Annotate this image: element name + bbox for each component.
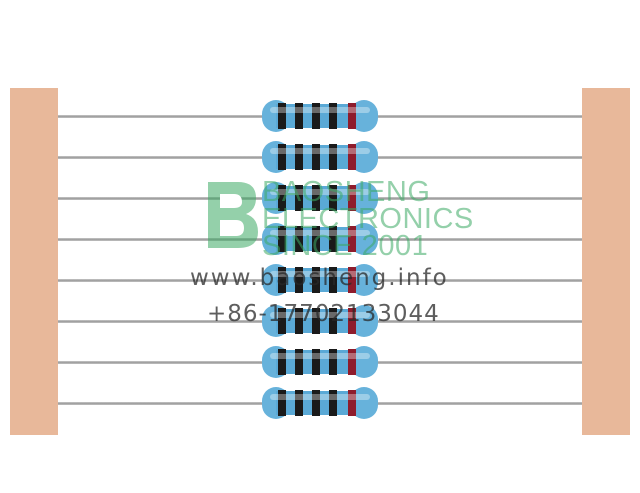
- color-band: [278, 308, 286, 334]
- color-band: [348, 267, 356, 293]
- color-band: [295, 144, 303, 170]
- color-band: [348, 185, 356, 211]
- color-band: [348, 390, 356, 416]
- color-band: [312, 390, 320, 416]
- color-band: [329, 103, 337, 129]
- resistor: [58, 383, 582, 423]
- resistor: [58, 96, 582, 136]
- color-band: [348, 226, 356, 252]
- resistor-body: [262, 387, 378, 419]
- color-band: [348, 103, 356, 129]
- watermark-website: www.baosheng.info: [190, 265, 449, 291]
- color-band: [278, 185, 286, 211]
- watermark-since: SINCE 2001: [262, 230, 429, 262]
- color-band: [278, 349, 286, 375]
- color-band: [295, 349, 303, 375]
- color-band: [278, 390, 286, 416]
- resistor: [58, 301, 582, 341]
- resistor-body: [262, 100, 378, 132]
- color-band: [312, 308, 320, 334]
- color-band: [295, 103, 303, 129]
- resistor: [58, 219, 582, 259]
- color-band: [329, 185, 337, 211]
- color-band: [329, 226, 337, 252]
- color-band: [348, 308, 356, 334]
- color-band: [348, 144, 356, 170]
- resistor-body: [262, 264, 378, 296]
- color-band: [312, 185, 320, 211]
- color-band: [295, 226, 303, 252]
- resistor: [58, 178, 582, 218]
- color-band: [295, 390, 303, 416]
- watermark-phone: +86-17702133044: [207, 301, 440, 327]
- resistor: [58, 342, 582, 382]
- watermark-brand: BAOSHENG: [262, 176, 431, 208]
- resistor-body: [262, 141, 378, 173]
- color-band: [278, 144, 286, 170]
- color-band: [278, 267, 286, 293]
- color-band: [295, 308, 303, 334]
- resistor: [58, 260, 582, 300]
- color-band: [329, 308, 337, 334]
- resistor-body: [262, 182, 378, 214]
- resistor-body: [262, 346, 378, 378]
- color-band: [312, 103, 320, 129]
- color-band: [295, 185, 303, 211]
- color-band: [329, 349, 337, 375]
- color-band: [312, 144, 320, 170]
- color-band: [348, 349, 356, 375]
- color-band: [312, 349, 320, 375]
- color-band: [278, 103, 286, 129]
- color-band: [278, 226, 286, 252]
- color-band: [329, 144, 337, 170]
- resistor: [58, 137, 582, 177]
- color-band: [312, 267, 320, 293]
- color-band: [329, 390, 337, 416]
- resistor-body: [262, 305, 378, 337]
- color-band: [295, 267, 303, 293]
- color-band: [329, 267, 337, 293]
- right-paper-tape: [582, 88, 630, 435]
- watermark-subtitle: ELECTRONICS: [262, 203, 474, 235]
- baosheng-logo-icon: [208, 182, 258, 248]
- left-paper-tape: [10, 88, 58, 435]
- resistor-body: [262, 223, 378, 255]
- color-band: [312, 226, 320, 252]
